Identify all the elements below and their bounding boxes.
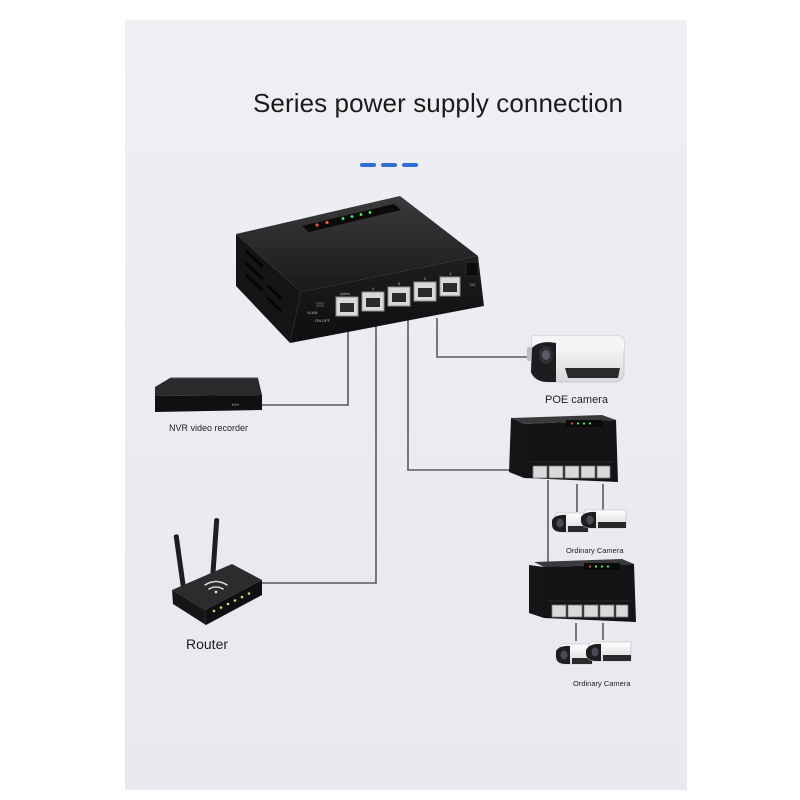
camera-pair-2 <box>555 641 632 665</box>
vlan-switch <box>316 302 324 307</box>
switch-front <box>290 256 484 343</box>
port-inner <box>340 283 457 312</box>
svg-text:▸▸▸: ▸▸▸ <box>232 402 240 408</box>
port-number-2: 2 <box>424 276 427 281</box>
port-number-1: 1 <box>449 271 452 276</box>
bullet-camera <box>580 509 627 529</box>
main-poe-switch: VLAN ON OFF Uplink 4 3 2 1 DC <box>236 196 484 343</box>
bullet-camera <box>555 643 593 665</box>
accent-dash <box>381 163 397 167</box>
dc-label: DC <box>470 282 476 287</box>
dc-jack <box>465 261 479 277</box>
cable-router <box>262 318 377 584</box>
accent-dash <box>402 163 418 167</box>
camera-pair-1 <box>551 509 627 533</box>
cable-poe-camera <box>436 318 527 358</box>
wifi-icon <box>204 580 228 590</box>
accent-dash <box>360 163 376 167</box>
on-off-label: ON OFF <box>315 318 331 323</box>
poe-switch-1 <box>509 415 618 482</box>
port-number-3: 3 <box>398 281 401 286</box>
router-label: Router <box>186 636 229 652</box>
switch-top <box>236 196 478 292</box>
nvr-device: ▸▸▸ <box>155 377 262 412</box>
router-leds <box>212 592 251 613</box>
wifi-router <box>172 518 262 625</box>
port-number-4: 4 <box>372 286 375 291</box>
poe-switch-2 <box>529 559 636 622</box>
poe-camera-label: POE camera <box>545 394 608 406</box>
cable-switch-1 <box>407 318 510 471</box>
switch-vents <box>245 250 282 312</box>
cables <box>262 318 604 641</box>
led-panel <box>302 204 401 232</box>
vlan-label: VLAN <box>307 310 318 315</box>
ordinary-camera-label-2: Ordinary Camera <box>573 679 631 688</box>
ordinary-camera-label-1: Ordinary Camera <box>566 546 624 555</box>
status-leds <box>315 211 372 227</box>
poe-camera <box>527 335 625 383</box>
bullet-camera <box>551 512 589 533</box>
cable-nvr <box>262 318 349 406</box>
diagram-title: Series power supply connection <box>252 88 624 118</box>
bullet-camera <box>585 641 632 662</box>
nvr-label: NVR video recorder <box>169 423 249 433</box>
uplink-label: Uplink <box>340 292 350 296</box>
